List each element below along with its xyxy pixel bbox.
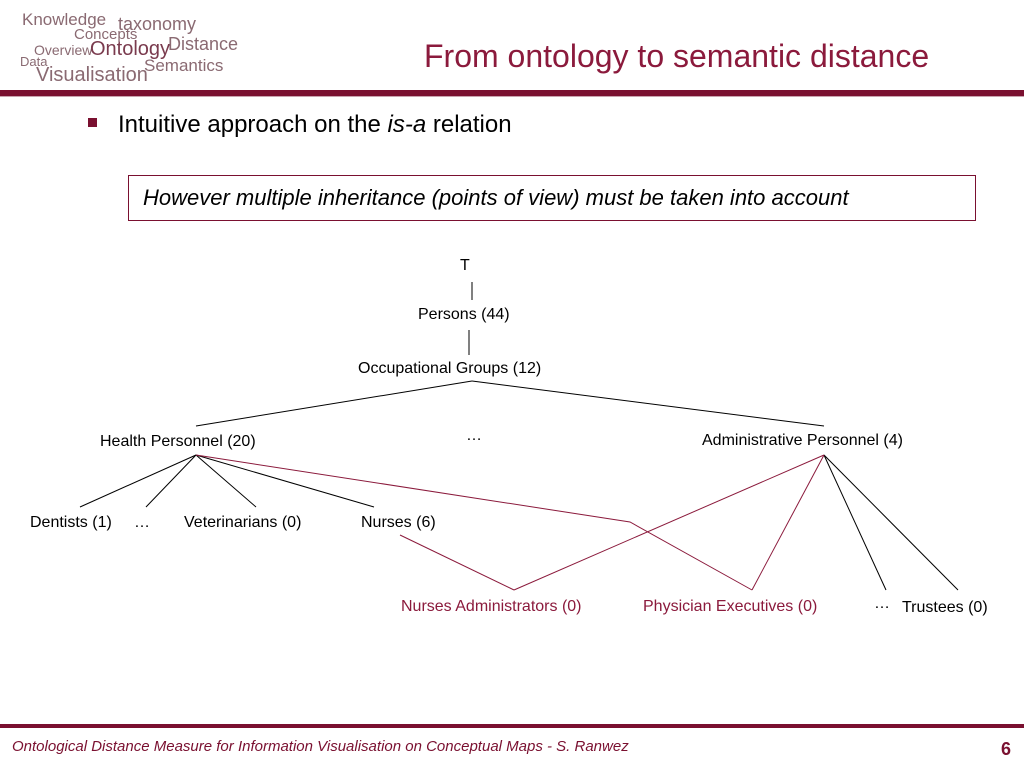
footer-divider [0,724,1024,728]
node-ellipsis-right: … [874,595,890,612]
logo: Knowledge Concepts taxonomy Overview Ont… [18,10,248,86]
callout-text: However multiple inheritance (points of … [143,185,849,210]
slide-title: From ontology to semantic distance [424,38,930,74]
logo-word: Knowledge [22,10,107,29]
node-physician-executives: Physician Executives (0) [643,598,818,615]
square-bullet-icon [88,118,97,127]
node-persons: Persons (44) [418,306,510,323]
edge-nurses-nurses-admin [399,534,515,591]
node-nurses-administrators: Nurses Administrators (0) [401,598,582,615]
bullet-text: Intuitive approach on the is-a relation [118,111,512,139]
page-number: 6 [1001,739,1012,759]
node-ellipsis-left: … [134,514,150,531]
bullet-text-pre: Intuitive approach on the [118,111,388,138]
node-top: T [460,257,470,274]
logo-word: Distance [168,34,239,54]
bullet-text-post: relation [426,111,512,138]
header-divider [0,90,1024,97]
footer-text: Ontological Distance Measure for Informa… [12,738,629,755]
logo-word: Concepts [74,26,138,43]
node-occupational-groups: Occupational Groups (12) [358,360,542,377]
node-health-personnel: Health Personnel (20) [100,433,256,450]
edge-admin-trustees [823,454,959,591]
logo-word: Ontology [90,38,171,60]
logo-word: Semantics [144,56,224,75]
node-trustees: Trustees (0) [902,599,988,616]
edge-health-nurses [195,454,375,508]
edge-admin-nurses-admin [513,454,825,591]
node-administrative-personnel: Administrative Personnel (4) [702,432,903,449]
logo-word: Overview [34,42,93,58]
edge-health-physician-exec [195,454,753,591]
edge-occupational-health [195,380,473,427]
callout-box [128,175,976,221]
node-veterinarians: Veterinarians (0) [184,514,302,531]
edge-admin-ellipsis [823,454,887,591]
logo-word: Data [20,54,48,69]
node-ellipsis-mid: … [466,427,482,444]
edge-health-dentists [79,454,197,508]
edge-admin-physician-exec [751,454,825,591]
logo-word: taxonomy [118,14,197,34]
edge-health-veterinarians [195,454,257,508]
edge-occupational-admin [471,380,825,427]
node-nurses: Nurses (6) [361,514,436,531]
logo-word: Visualisation [36,64,148,86]
node-dentists: Dentists (1) [30,514,112,531]
edge-health-ellipsis [145,454,197,508]
bullet-text-emphasis: is-a [387,111,427,138]
